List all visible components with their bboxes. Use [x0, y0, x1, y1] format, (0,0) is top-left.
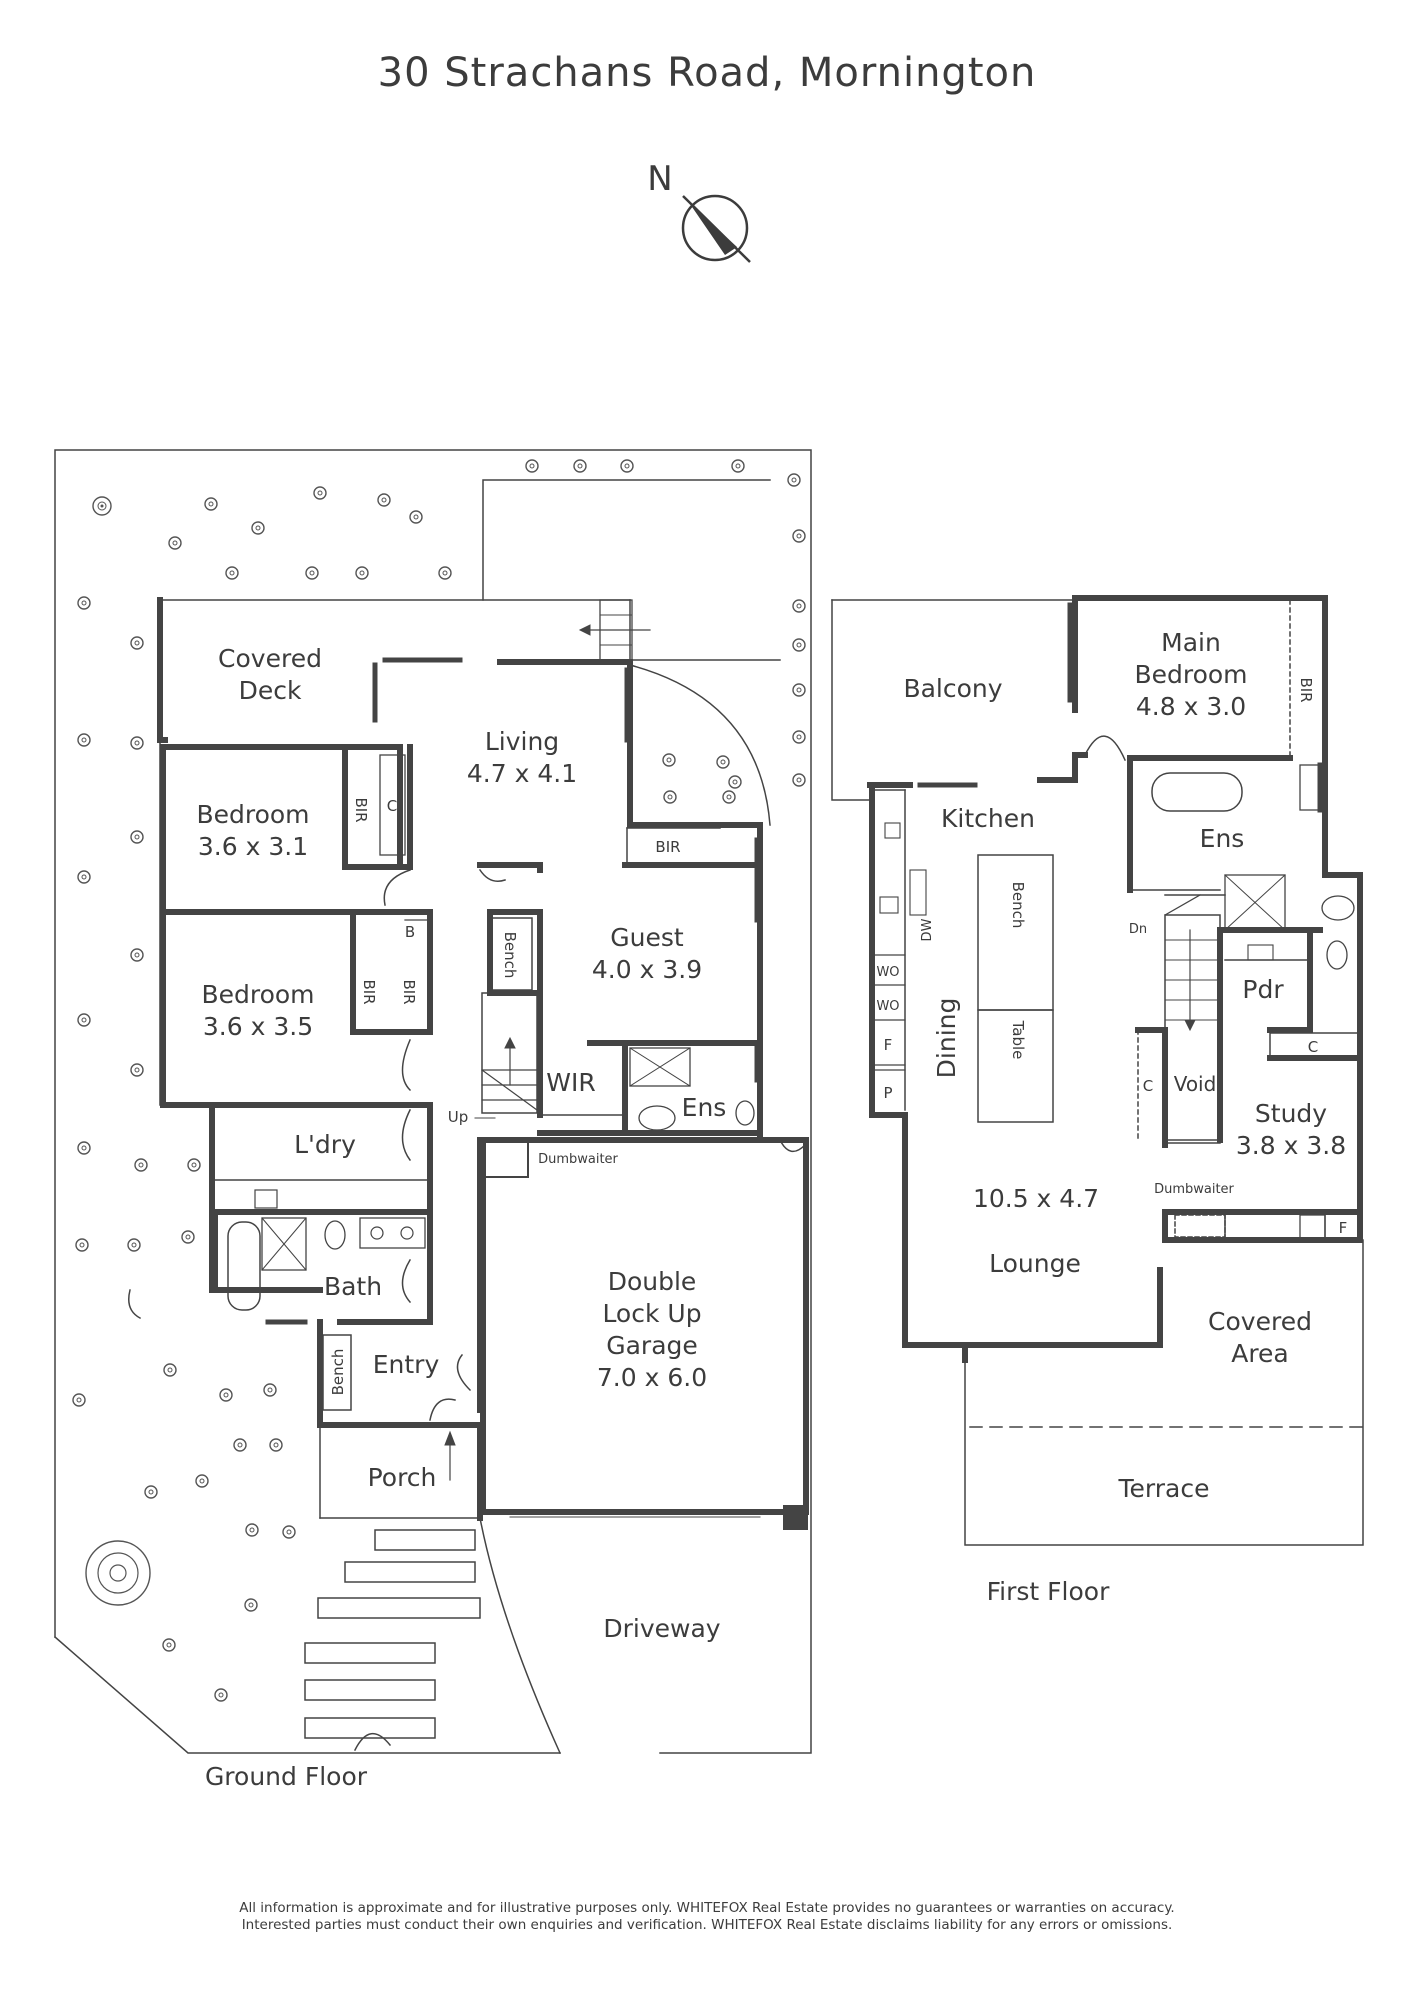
bedroom2-bir-label-2: BIR — [400, 979, 418, 1004]
study-f-label: F — [1339, 1219, 1348, 1237]
pantry-f-label: F — [884, 1036, 893, 1054]
laundry-label: L'dry — [294, 1130, 356, 1159]
compass-icon: N — [647, 159, 751, 263]
first-floor-labels: Balcony Main Bedroom 4.8 x 3.0 Kitchen E… — [876, 628, 1347, 1606]
bedroom1-dims: 3.6 x 3.1 — [198, 832, 308, 861]
driveway-label: Driveway — [603, 1614, 720, 1643]
bedroom1-c-label: C — [387, 797, 397, 815]
covered-deck-label-1: Covered — [218, 644, 322, 673]
wo-label-1: WO — [876, 965, 899, 980]
first-ens-label: Ens — [1200, 824, 1245, 853]
garage-label-1: Double — [608, 1267, 697, 1296]
living-dims: 4.7 x 4.1 — [467, 759, 577, 788]
bath-label: Bath — [324, 1272, 382, 1301]
disclaimer-line-1: All information is approximate and for i… — [239, 1900, 1175, 1916]
garage-label-2: Lock Up — [602, 1299, 701, 1328]
guest-dims: 4.0 x 3.9 — [592, 955, 702, 984]
ground-floor-plan — [53, 449, 812, 1754]
guest-bir-label: BIR — [655, 838, 680, 856]
first-floor-caption: First Floor — [987, 1577, 1110, 1606]
main-bedroom-bir-label: BIR — [1297, 677, 1315, 702]
bedroom2-dims: 3.6 x 3.5 — [203, 1012, 313, 1041]
pdr-label: Pdr — [1242, 975, 1284, 1004]
ground-bench-label-1: Bench — [501, 932, 519, 979]
main-bedroom-dims: 4.8 x 3.0 — [1136, 692, 1246, 721]
void-c-label: C — [1143, 1077, 1153, 1095]
disclaimer-line-2: Interested parties must conduct their ow… — [241, 1917, 1173, 1933]
dn-label: Dn — [1129, 922, 1147, 937]
lounge-label: Lounge — [989, 1249, 1081, 1278]
bedroom2-label: Bedroom — [201, 980, 314, 1009]
dining-label: Dining — [932, 998, 961, 1079]
covered-area-label-1: Covered — [1208, 1307, 1312, 1336]
wir-label: WIR — [546, 1068, 595, 1097]
disclaimer: All information is approximate and for i… — [0, 1900, 1414, 1934]
balcony-label: Balcony — [903, 674, 1002, 703]
garage-label-3: Garage — [606, 1331, 698, 1360]
covered-area-label-2: Area — [1231, 1339, 1289, 1368]
porch-label: Porch — [368, 1463, 437, 1492]
p-label: P — [883, 1084, 892, 1102]
covered-deck-label-2: Deck — [239, 676, 302, 705]
study-c-label: C — [1308, 1038, 1318, 1056]
wo-label-2: WO — [876, 999, 899, 1014]
b-label: B — [405, 923, 415, 941]
dw-label: DW — [920, 918, 935, 941]
ground-floor-labels: Covered Deck Living 4.7 x 4.1 Bedroom 3.… — [196, 644, 726, 1791]
living-label: Living — [485, 727, 559, 756]
garage-dims: 7.0 x 6.0 — [597, 1363, 707, 1392]
table-label: Table — [1009, 1020, 1027, 1060]
lounge-dims: 10.5 x 4.7 — [973, 1184, 1099, 1213]
ground-ens-label: Ens — [682, 1093, 727, 1122]
compass-north-label: N — [647, 159, 672, 199]
void-label: Void — [1174, 1072, 1217, 1096]
kitchen-label: Kitchen — [941, 804, 1035, 833]
page-title: 30 Strachans Road, Mornington — [377, 50, 1037, 96]
ground-floor-landscaping — [72, 459, 806, 1702]
up-label: Up — [448, 1108, 469, 1126]
study-label: Study — [1255, 1099, 1327, 1128]
first-dumbwaiter-label: Dumbwaiter — [1154, 1182, 1234, 1197]
guest-label: Guest — [610, 923, 684, 952]
terrace-label: Terrace — [1118, 1474, 1210, 1503]
bedroom1-label: Bedroom — [196, 800, 309, 829]
ground-dumbwaiter-label: Dumbwaiter — [538, 1152, 618, 1167]
first-bench-label: Bench — [1009, 882, 1027, 929]
study-dims: 3.8 x 3.8 — [1236, 1131, 1346, 1160]
bedroom1-bir-label: BIR — [352, 797, 370, 822]
first-floor-plan — [831, 595, 1364, 1546]
bedroom2-bir-label-1: BIR — [360, 979, 378, 1004]
ground-floor-caption: Ground Floor — [205, 1762, 368, 1791]
ground-bench-label-2: Bench — [329, 1349, 347, 1396]
main-bedroom-label-2: Bedroom — [1134, 660, 1247, 689]
entry-label: Entry — [373, 1350, 440, 1379]
main-bedroom-label-1: Main — [1161, 628, 1221, 657]
